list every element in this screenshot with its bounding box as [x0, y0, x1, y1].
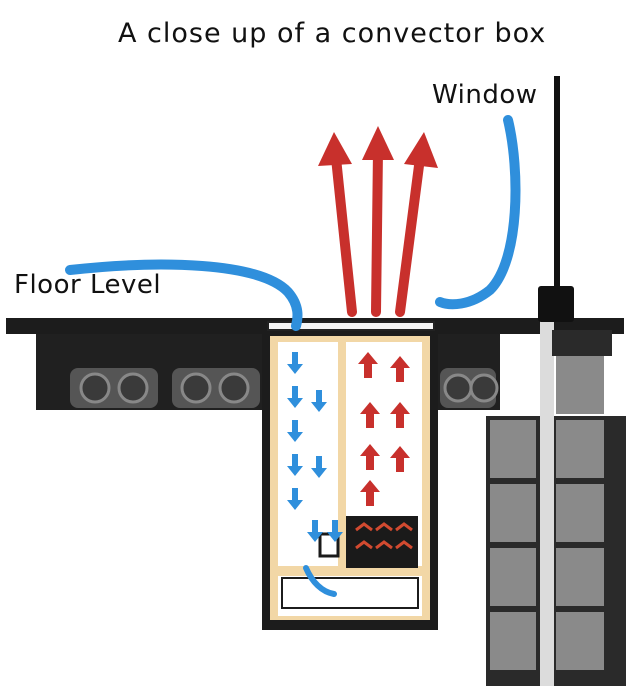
wall-cavity [540, 300, 554, 686]
brick-wall [486, 300, 626, 686]
red-arrow-up-icon [360, 402, 380, 428]
red-arrow-up-icon [390, 446, 410, 472]
convector-box [262, 321, 438, 630]
blue-arrow-down-icon [287, 386, 303, 408]
blue-arrow-down-icon [287, 454, 303, 476]
red-arrow-up-icon [360, 444, 380, 470]
cool-air-stream-floor [65, 259, 303, 331]
warm-air-flow [318, 126, 438, 506]
pipes [70, 368, 499, 408]
blue-arrow-down-icon [311, 390, 327, 412]
window-frame [538, 76, 574, 322]
grille [267, 321, 435, 331]
window-label: Window [432, 80, 538, 110]
blue-arrow-down-icon [327, 520, 343, 542]
blue-arrow-down-icon [307, 520, 323, 542]
blue-arrow-down-icon [287, 352, 303, 374]
warm-air-arrow-middle [371, 145, 383, 317]
blue-arrow-down-icon [287, 488, 303, 510]
blue-arrow-down-icon [287, 420, 303, 442]
warm-air-arrow-right [395, 153, 425, 317]
blue-arrow-down-icon [311, 456, 327, 478]
cool-air-flow [65, 115, 521, 597]
cool-air-stream-window [435, 115, 521, 310]
red-arrow-up-icon [360, 480, 380, 506]
warm-air-arrow-left [331, 153, 357, 317]
diagram-title: A close up of a convector box [118, 18, 547, 49]
floor-level-label: Floor Level [14, 270, 162, 300]
red-arrow-up-icon [358, 352, 378, 378]
floor-structure [6, 318, 624, 410]
red-arrow-up-icon [390, 402, 410, 428]
red-arrow-up-icon [390, 356, 410, 382]
